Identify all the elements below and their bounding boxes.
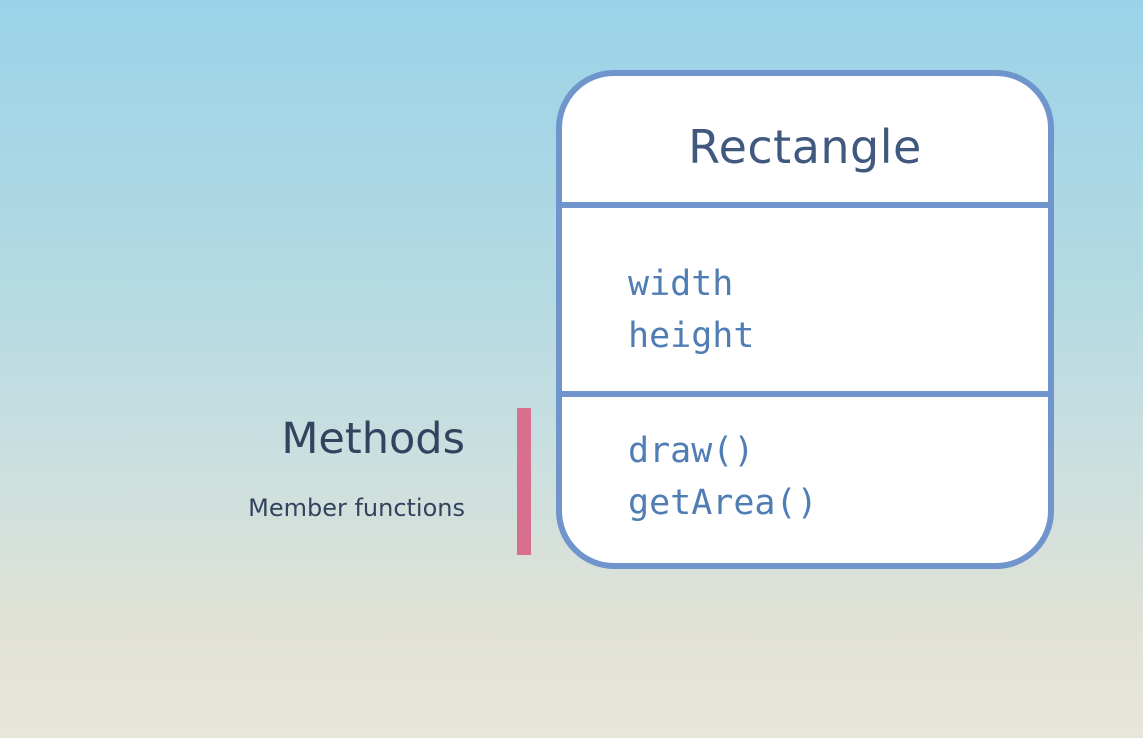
attributes-section: width height	[562, 214, 1048, 397]
attribute-height: height	[628, 316, 755, 356]
methods-annotation-subtitle: Member functions	[248, 494, 465, 522]
attribute-width: width	[628, 264, 734, 304]
class-name-section: Rectangle	[562, 76, 1048, 208]
methods-section: draw() getArea()	[562, 403, 1048, 563]
method-get-area: getArea()	[628, 483, 818, 523]
method-draw: draw()	[628, 431, 755, 471]
class-name: Rectangle	[688, 120, 922, 174]
class-diagram-box: Rectangle width height draw() getArea()	[556, 70, 1054, 569]
methods-annotation-title: Methods	[281, 414, 465, 464]
methods-highlight-marker	[517, 408, 531, 555]
